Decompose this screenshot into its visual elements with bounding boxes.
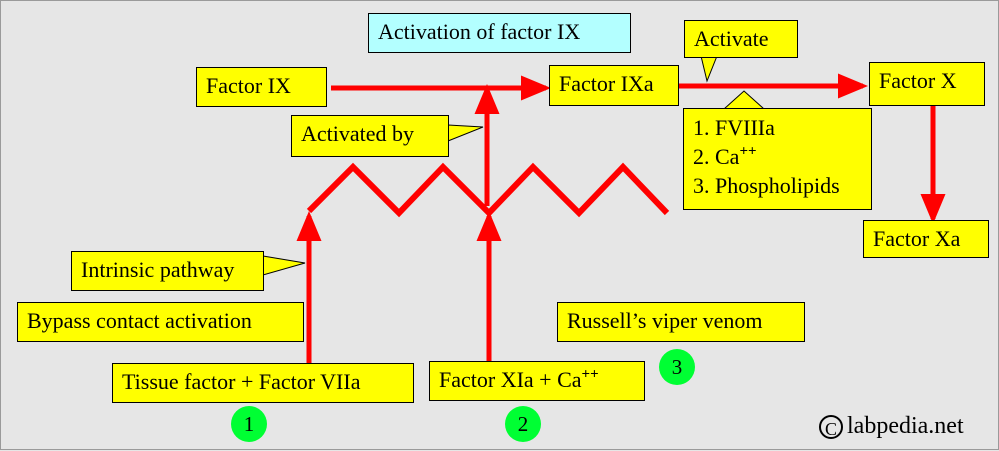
activate-callout-tail bbox=[700, 55, 718, 83]
factor-xa-text: Factor Xa bbox=[873, 226, 961, 251]
activate-text: Activate bbox=[694, 26, 769, 51]
activated-by-callout-tail bbox=[447, 124, 484, 142]
russells-viper-box: Russell’s viper venom bbox=[557, 302, 805, 342]
factor-x-text: Factor X bbox=[879, 68, 957, 93]
cofactor-fviiia: 1. FVIIIa bbox=[693, 115, 775, 140]
cofactor-ca: 2. Ca++ bbox=[693, 143, 757, 169]
factor-xa-box: Factor Xa bbox=[863, 220, 989, 258]
factor-xia-box: Factor XIa + Ca++ bbox=[429, 361, 645, 401]
factor-xia-text: Factor XIa + Ca bbox=[439, 367, 582, 392]
factor-ix-text: Factor IX bbox=[206, 73, 291, 98]
marker-1: 1 bbox=[231, 406, 267, 442]
intrinsic-callout-tail bbox=[262, 255, 306, 276]
tissue-factor-text: Tissue factor + Factor VIIa bbox=[122, 369, 361, 394]
copyright-text: labpedia.net bbox=[847, 413, 964, 439]
factor-ixa-box: Factor IXa bbox=[549, 65, 679, 106]
factor-x-box: Factor X bbox=[869, 62, 985, 106]
tissue-factor-box: Tissue factor + Factor VIIa bbox=[112, 363, 414, 403]
russells-viper-text: Russell’s viper venom bbox=[567, 308, 763, 333]
factor-ix-box: Factor IX bbox=[196, 67, 327, 107]
cofactor-phospholipids: 3. Phospholipids bbox=[693, 173, 840, 198]
activated-by-text: Activated by bbox=[301, 121, 415, 146]
intrinsic-pathway-callout: Intrinsic pathway bbox=[71, 251, 264, 291]
cofactors-box: 1. FVIIIa 2. Ca++ 3. Phospholipids bbox=[683, 108, 872, 210]
activated-by-callout: Activated by bbox=[291, 115, 449, 157]
factor-xia-sup: ++ bbox=[581, 366, 599, 383]
cofactors-callout-tail bbox=[722, 90, 766, 110]
activate-callout: Activate bbox=[684, 20, 798, 58]
marker-2: 2 bbox=[505, 406, 541, 442]
bypass-contact-text: Bypass contact activation bbox=[27, 308, 252, 333]
title-text: Activation of factor IX bbox=[378, 19, 581, 44]
copyright-icon: C bbox=[819, 415, 843, 440]
marker-3: 3 bbox=[659, 349, 695, 385]
title-box: Activation of factor IX bbox=[368, 13, 631, 53]
factor-ixa-text: Factor IXa bbox=[559, 71, 654, 96]
bypass-contact-box: Bypass contact activation bbox=[17, 302, 304, 342]
intrinsic-pathway-text: Intrinsic pathway bbox=[81, 257, 235, 282]
